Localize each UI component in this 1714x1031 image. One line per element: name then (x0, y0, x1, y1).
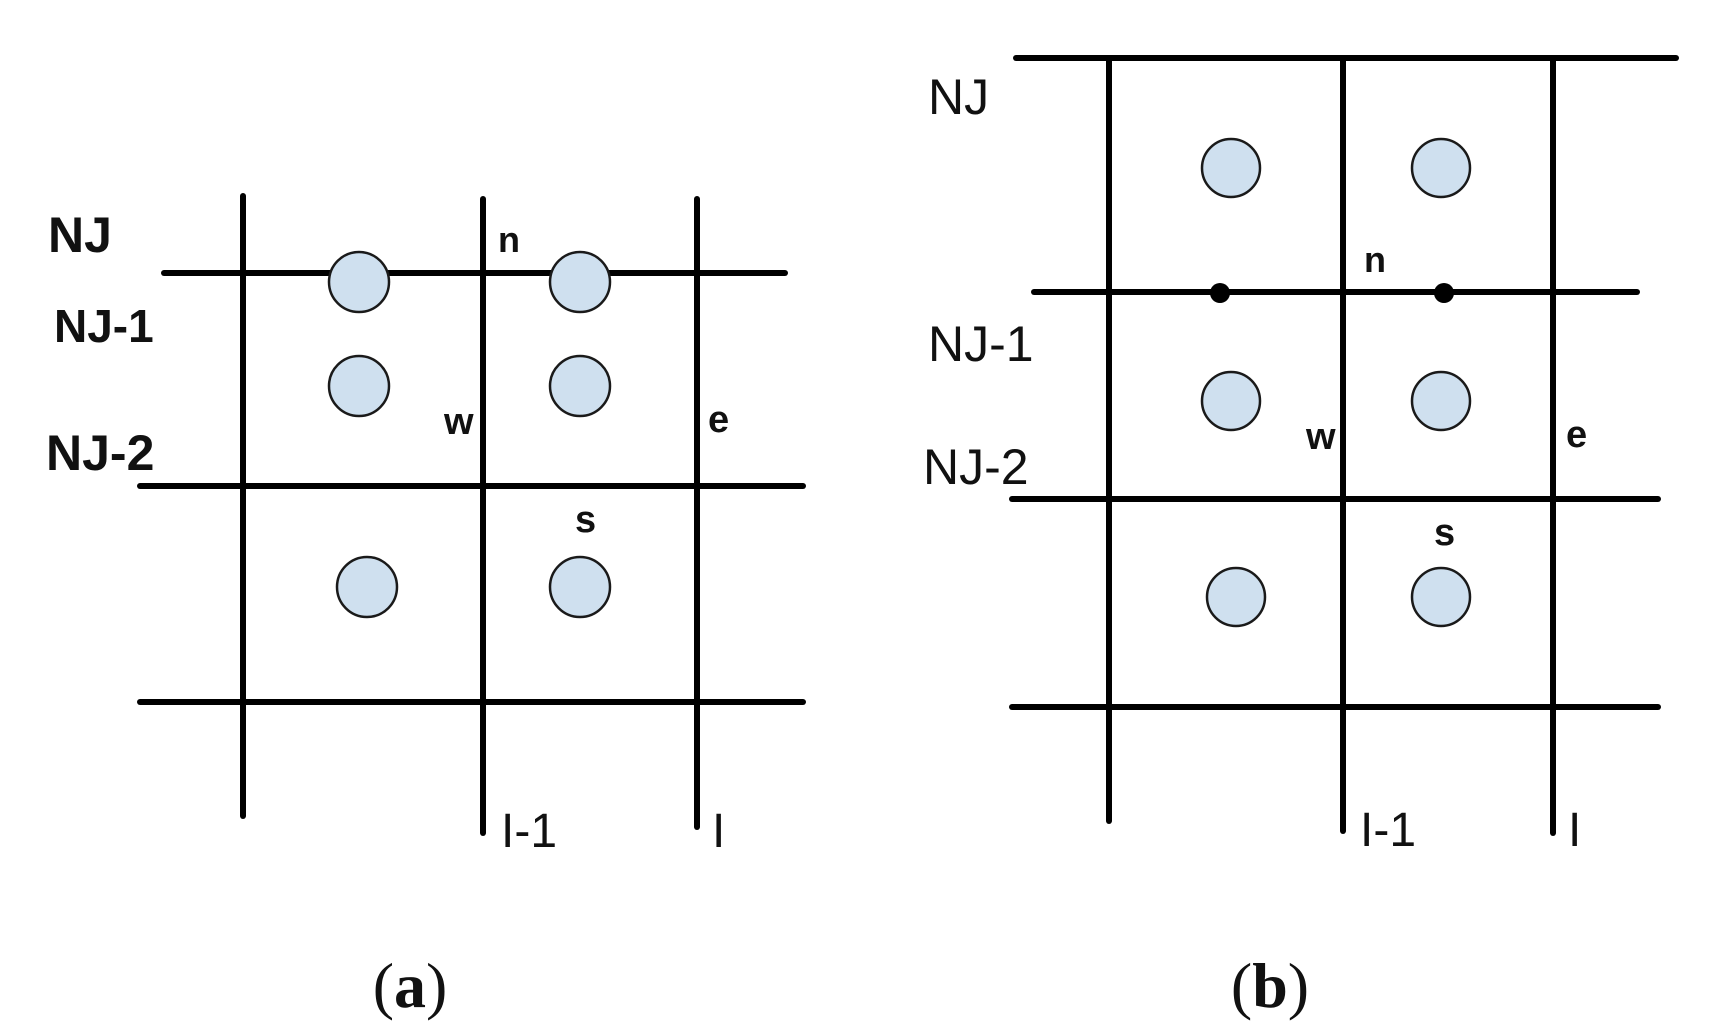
col-label-i-1: I-1 (501, 805, 557, 858)
face-label-w: w (443, 401, 474, 443)
row-label-nj: NJ (928, 69, 989, 125)
col-label-i: I (1568, 804, 1581, 857)
nodes-a (327, 250, 612, 619)
panel-a: NJ NJ-1 NJ-2 n w e s I-1 I (a) (46, 193, 806, 1021)
grid-lines-a (137, 193, 806, 836)
node (327, 354, 391, 418)
face-label-w: w (1305, 416, 1336, 458)
node (548, 250, 612, 314)
node (548, 555, 612, 619)
labels-a: NJ NJ-1 NJ-2 n w e s I-1 I (46, 207, 729, 858)
node (1410, 370, 1472, 432)
node (335, 555, 399, 619)
face-label-e: e (708, 399, 729, 441)
labels-b: NJ NJ-1 NJ-2 n w e s I-1 I (923, 69, 1587, 857)
col-label-i-1: I-1 (1360, 804, 1416, 857)
row-label-nj-1: NJ-1 (54, 300, 154, 352)
node (1200, 137, 1262, 199)
row-label-nj-2: NJ-2 (923, 439, 1029, 495)
boundary-points-b (1210, 283, 1454, 303)
panel-b: NJ NJ-1 NJ-2 n w e s I-1 I (b) (923, 55, 1679, 1021)
row-label-nj-1: NJ-1 (928, 316, 1034, 372)
caption-letter: b (1252, 950, 1288, 1021)
caption-open-paren: ( (373, 950, 394, 1021)
face-label-n: n (1364, 239, 1386, 280)
node (1410, 566, 1472, 628)
boundary-point (1434, 283, 1454, 303)
caption-a: (a) (373, 950, 448, 1021)
row-label-nj-2: NJ-2 (46, 425, 154, 481)
face-label-s: s (575, 499, 596, 541)
caption-open-paren: ( (1231, 950, 1252, 1021)
row-label-nj: NJ (48, 207, 112, 263)
grid-lines-b (1009, 55, 1679, 836)
caption-close-paren: ) (1288, 950, 1309, 1021)
face-label-n: n (498, 219, 520, 260)
node (1205, 566, 1267, 628)
nodes-b (1200, 137, 1472, 628)
caption-b: (b) (1231, 950, 1309, 1021)
node (548, 354, 612, 418)
caption-close-paren: ) (426, 950, 447, 1021)
face-label-e: e (1566, 414, 1587, 456)
node (1410, 137, 1472, 199)
node (327, 250, 391, 314)
node (1200, 370, 1262, 432)
face-label-s: s (1434, 512, 1455, 554)
col-label-i: I (712, 805, 725, 858)
boundary-point (1210, 283, 1230, 303)
caption-letter: a (394, 950, 426, 1021)
